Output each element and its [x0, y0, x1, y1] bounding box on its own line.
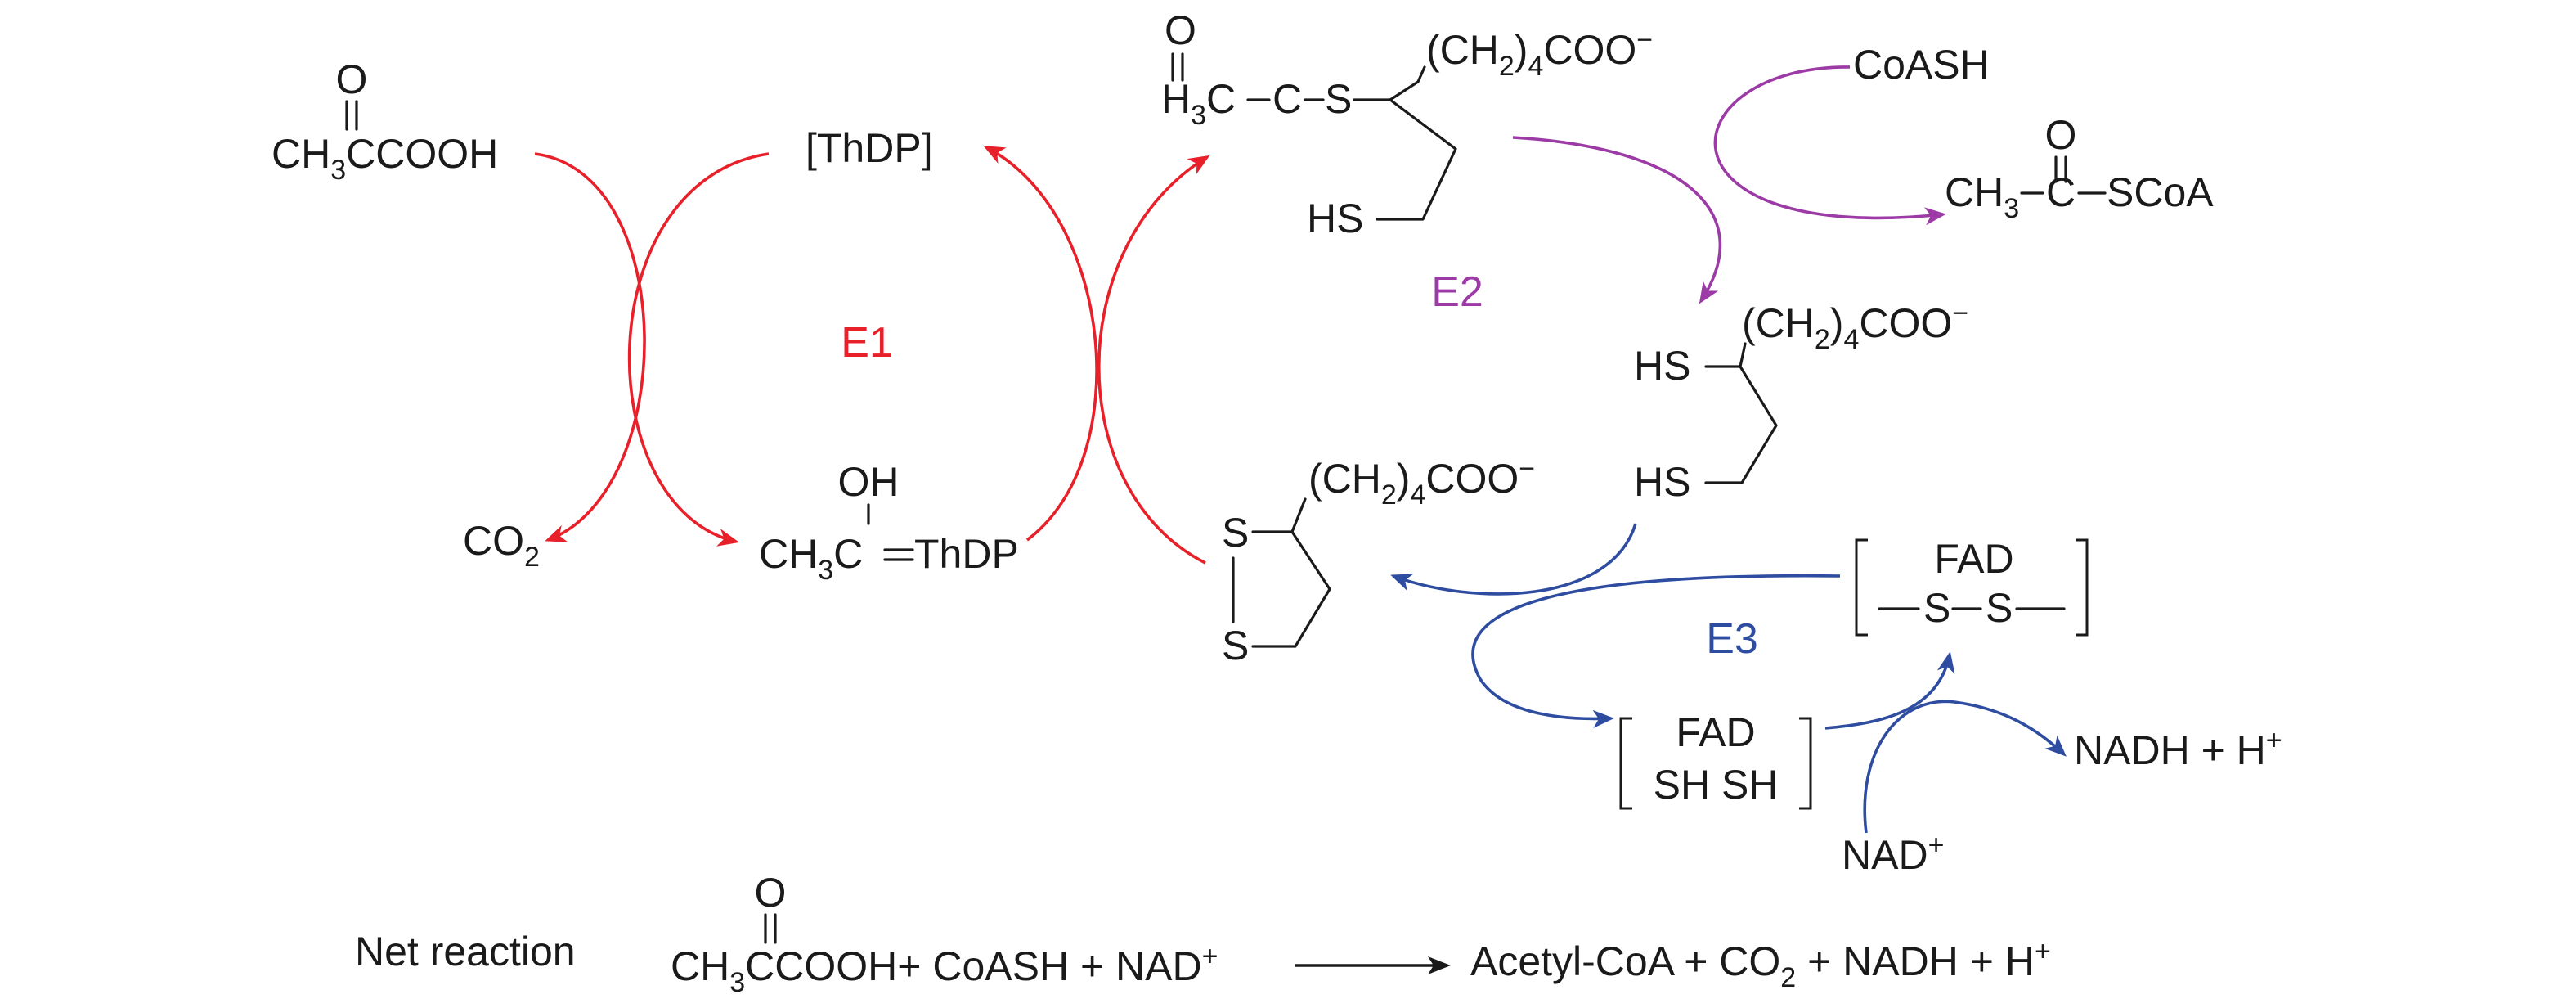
acetyl-coa-c: C — [2046, 169, 2076, 215]
arrow-acetyl-lipoamide-to-dihydrolipoamide — [1512, 136, 1722, 304]
acetyl-lipoamide-ring-bonds — [1376, 98, 1457, 221]
coash-label: CoASH — [1853, 42, 1990, 88]
fad-oxidized-s2: S — [1986, 585, 2013, 631]
dihydrolipoamide-chain-bond — [1739, 342, 1747, 368]
enzyme-label-e3: E3 — [1706, 615, 1758, 663]
pyruvate: O CH3CCOOH — [272, 56, 498, 186]
nad-reactant: NAD+ — [1842, 830, 1944, 878]
arrow-lipoamide-to-acetyl-lipoamide — [1097, 155, 1210, 565]
net-products: Acetyl-CoA + CO2 + NADH + H+ — [1470, 936, 2051, 993]
dihydrolipoamide: (CH2)4COO− HS HS — [1634, 298, 1968, 505]
lipoamide-chain-bond — [1290, 497, 1307, 533]
fad-oxidized: FAD S S — [1855, 536, 2089, 637]
acetyl-lipoamide-oxygen: O — [1165, 7, 1196, 53]
fad-reduced-right-bracket — [1799, 717, 1812, 810]
pyruvate-oxygen: O — [336, 56, 368, 102]
nadh-product: NADH + H+ — [2074, 725, 2282, 773]
acetyl-dihydrolipoamide: O H3C C S (CH2)4COO− HS — [1161, 7, 1653, 241]
net-reaction-title: Net reaction — [355, 929, 576, 974]
hydroxyethyl-thdp-label: ThDP — [914, 531, 1019, 577]
dihydrolipoamide-chain: (CH2)4COO− — [1742, 298, 1968, 355]
lipoamide-s-bottom: S — [1222, 623, 1249, 668]
fad-reduced: FAD SH SH — [1619, 709, 1812, 810]
fad-oxidized-label: FAD — [1934, 536, 2013, 582]
fad-oxidized-left-bracket — [1855, 538, 1868, 637]
arrow-pyruvate-to-co2 — [534, 152, 646, 542]
dihydrolipoamide-hs-top: HS — [1634, 343, 1690, 389]
lipoamide: S S (CH2)4COO− — [1222, 453, 1535, 668]
fad-oxidized-s1: S — [1923, 585, 1950, 631]
dihydrolipoamide-hs-bottom: HS — [1634, 459, 1690, 505]
acetyl-lipoamide-head: H3C — [1161, 76, 1236, 131]
arrow-fad-oxidized-to-fad-reduced — [1471, 574, 1841, 728]
thdp-label: [ThDP] — [806, 125, 933, 171]
enzyme-label-e1: E1 — [841, 319, 893, 367]
pyruvate-formula: CH3CCOOH — [272, 131, 498, 186]
fad-reduced-thiols: SH SH — [1654, 762, 1779, 808]
fad-reduced-label: FAD — [1676, 709, 1755, 755]
arrow-dihydrolipoamide-to-lipoamide — [1390, 523, 1637, 596]
acetyl-lipoamide-carbonyl-c: C — [1272, 76, 1302, 122]
lipoamide-ring-bonds — [1251, 530, 1331, 648]
acetyl-coa: O CH3 C SCoA — [1945, 112, 2214, 224]
arrow-nad-to-nadh — [1863, 700, 2067, 834]
acetyl-lipoamide-sulfur: S — [1325, 76, 1352, 122]
acetyl-lipoamide-chain-bond — [1389, 65, 1426, 101]
net-reactants: CH3CCOOH+ CoASH + NAD+ — [671, 941, 1218, 998]
hydroxyethyl-thdp: OH CH3C ThDP — [759, 459, 1019, 586]
net-pyruvate-oxygen: O — [755, 870, 787, 916]
fad-oxidized-right-bracket — [2076, 538, 2089, 637]
co2-product: CO2 — [463, 518, 540, 573]
acetyl-coa-scoa: SCoA — [2107, 169, 2214, 215]
net-reaction: Net reaction O CH3CCOOH+ CoASH + NAD+ Ac… — [355, 870, 2051, 998]
hydroxyethyl-oh: OH — [838, 459, 900, 505]
enzyme-label-e2: E2 — [1431, 268, 1483, 316]
hydroxyethyl-formula: CH3C — [759, 531, 863, 586]
arrow-fad-reduced-to-fad-oxidized — [1824, 651, 1955, 730]
lipoamide-s-top: S — [1222, 510, 1249, 556]
dihydrolipoamide-ring-bonds — [1704, 365, 1778, 484]
acetyl-coa-methyl: CH3 — [1945, 169, 2019, 224]
fad-reduced-left-bracket — [1619, 717, 1632, 810]
lipoamide-chain: (CH2)4COO− — [1308, 453, 1535, 511]
acetyl-lipoamide-hs: HS — [1307, 196, 1363, 241]
arrow-coash-to-acetyl-coa — [1713, 65, 1946, 226]
acetyl-coa-oxygen: O — [2045, 112, 2077, 158]
arrow-hydroxyethyl-to-thdp — [983, 146, 1098, 542]
arrow-thdp-to-hydroxyethyl — [627, 152, 770, 547]
acetyl-lipoamide-chain: (CH2)4COO− — [1426, 25, 1653, 82]
